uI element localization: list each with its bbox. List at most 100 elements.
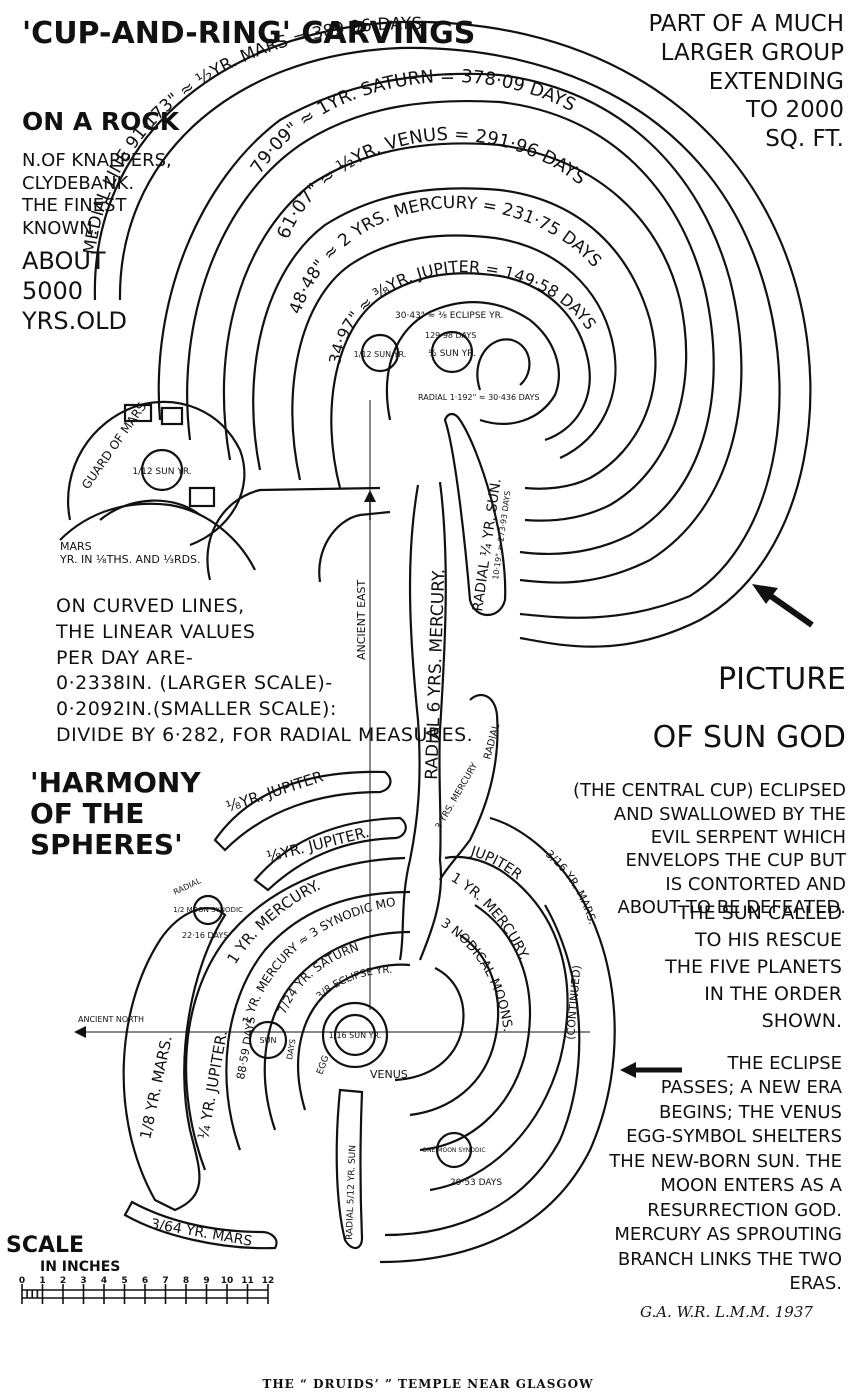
picture-body: (THE CENTRAL CUP) ECLIPSED AND SWALLOWED…	[572, 780, 846, 919]
upper-ring-3	[157, 72, 743, 584]
label-lower-jupiter-b: ⅛YR. JUPITER.	[265, 823, 372, 866]
eclipse-passes-note: THE ECLIPSE PASSES; A NEW ERA BEGINS; TH…	[609, 1053, 842, 1295]
signature: G.A. W.R. L.M.M. 1937	[640, 1303, 813, 1321]
lower-ring-9	[394, 967, 465, 1082]
lower-ring-1	[122, 907, 227, 1212]
scale-tick-label: 7	[162, 1276, 168, 1286]
serpent-body	[364, 400, 507, 1010]
label-mars-3-64: 3/64 YR. MARS	[149, 1216, 253, 1250]
upper-ring-5	[222, 142, 688, 522]
serpent-right-edge	[418, 481, 447, 961]
arrow-north-head	[74, 1026, 86, 1038]
lower-ring-8	[409, 934, 500, 1117]
picture-line-2: OF SUN GOD	[652, 720, 846, 756]
mars-note: MARS YR. IN ⅛THS. AND ⅓RDS.	[60, 540, 201, 567]
scale-tick-label: 1	[39, 1276, 45, 1286]
scale-tick-label: 10	[221, 1276, 234, 1286]
label-129-days: 129·98 DAYS	[425, 331, 476, 340]
label-mars-1-8: 1/8 YR. MARS.	[136, 1034, 176, 1141]
scale-tick-label: 11	[241, 1276, 254, 1286]
sun-called-note: THE SUN CALLED TO HIS RESCUE THE FIVE PL…	[665, 902, 842, 1032]
mars-block-1	[123, 403, 153, 423]
mars-ring-outer	[59, 502, 256, 571]
label-continued: (CONTINUED)	[564, 965, 583, 1041]
scale-tick-label: 12	[262, 1276, 275, 1286]
label-guard-of-mars: GUARD OF MARS	[79, 400, 149, 492]
cup-sun-half	[430, 330, 474, 374]
mercury-branch	[439, 693, 499, 881]
upper-ring-1	[93, 20, 812, 648]
label-sun-center: 1/16 SUN YR.	[329, 1031, 382, 1040]
label-one-moon: ONE MOON SYNODIC	[422, 1147, 485, 1154]
upper-ring-6	[252, 187, 657, 490]
label-ancient-east: ANCIENT EAST	[355, 579, 368, 660]
label-days-88: 88·59 DAYS	[234, 1016, 258, 1081]
label-egg: EGG	[315, 1054, 331, 1076]
scale-tick-label: 6	[142, 1276, 148, 1286]
cup-sun-twelfth	[360, 333, 400, 373]
lower-ring-outer-right-2	[384, 904, 581, 1237]
label-venus: VENUS	[370, 1068, 408, 1081]
scale-tick-label: 5	[121, 1276, 127, 1286]
arrow-to-serpent	[763, 589, 814, 628]
scale-bar	[21, 1284, 269, 1304]
label-eclipse-lower: 3/8 ECLIPSE YR.	[315, 965, 393, 1002]
upper-ring-4	[186, 99, 715, 555]
picture-note: PICTURE OF SUN GOD (THE CENTRAL CUP) ECL…	[502, 640, 846, 943]
upper-small-labels: 30·43" ≈ ⅜ ECLIPSE YR. 129·98 DAYS ½ SUN…	[79, 311, 539, 832]
cup-sun-center	[333, 1013, 377, 1057]
arrow-to-serpent-head	[752, 584, 778, 604]
part-of-note: PART OF A MUCH LARGER GROUP EXTENDING TO…	[648, 11, 844, 152]
label-radial-small: RADIAL 1·192" ≈ 30·436 DAYS	[418, 393, 539, 402]
lower-ring-outer-right	[379, 816, 616, 1264]
lower-ring-3	[225, 890, 411, 1151]
scale-ticks	[21, 1284, 269, 1304]
upper-spiral	[59, 20, 812, 648]
mars-block-2	[160, 406, 184, 426]
curved-lines-note: ON CURVED LINES, THE LINEAR VALUES PER D…	[56, 595, 474, 747]
pointer-arrows	[620, 584, 814, 1078]
lower-ring-jupiter-a	[213, 770, 392, 852]
label-lower-jupiter-a: ⅛YR. JUPITER	[224, 767, 326, 815]
mars-block-3	[188, 486, 216, 508]
lower-ring-6	[429, 855, 569, 1192]
lower-ring-5	[297, 963, 411, 1111]
lower-spiral	[74, 770, 616, 1264]
label-lower-mercury-1yr: 1 YR. MERCURY.	[223, 876, 323, 967]
scale-tick-label: 2	[60, 1276, 66, 1286]
arrow-to-eclipse-head	[620, 1062, 636, 1078]
label-days-2216: 22·16 DAYS	[182, 931, 228, 940]
cup-sun-center-ring	[321, 1001, 389, 1069]
upper-ring-2	[118, 46, 781, 619]
label-radial-sun-lower: RADIAL 5/12 YR. SUN	[345, 1145, 358, 1240]
guard-of-mars-ring	[67, 400, 246, 547]
scale-tick-label: 0	[19, 1276, 25, 1286]
scale-tick-label: 8	[183, 1276, 189, 1286]
scale-tick-label: 4	[101, 1276, 107, 1286]
cup-one-moon	[435, 1131, 473, 1169]
label-radial-word: RADIAL	[482, 722, 502, 760]
lower-ring-jupiter-b	[253, 816, 407, 892]
label-eclipse-upper: 30·43" ≈ ⅜ ECLIPSE YR.	[395, 311, 503, 321]
label-days-2953: 29·53 DAYS	[450, 1178, 502, 1188]
scale-tick-label: 9	[203, 1276, 209, 1286]
cup-sun-lower	[248, 1020, 288, 1060]
label-sun-lower: SUN	[260, 1036, 277, 1045]
scale-subtitle: IN INCHES	[40, 1259, 121, 1275]
label-jupiter-quarter: ¼ YR. JUPITER.	[194, 1029, 231, 1141]
page-subtitle: ON A ROCK	[22, 107, 180, 136]
cup-sun-twelfth-left	[140, 448, 184, 492]
cup-moon-half	[192, 894, 224, 926]
harmony-title: 'HARMONY OF THE SPHERES'	[30, 766, 201, 861]
scale-title: SCALE	[6, 1233, 85, 1258]
label-saturn: 79·09" ≈ 1YR. SATURN = 378·09 DAYS	[247, 66, 579, 178]
radial-sun-lobe	[443, 412, 507, 616]
serpent-left-edge	[398, 484, 421, 961]
picture-line-1: PICTURE	[718, 662, 846, 698]
scale-tick-label: 3	[80, 1276, 86, 1286]
age-note: ABOUT 5000 YRS.OLD	[22, 247, 127, 335]
label-sun-twelfth: 1/12 SUN YR.	[354, 350, 407, 359]
lower-ring-4	[263, 930, 411, 1131]
label-ancient-north: ANCIENT NORTH	[78, 1015, 144, 1024]
